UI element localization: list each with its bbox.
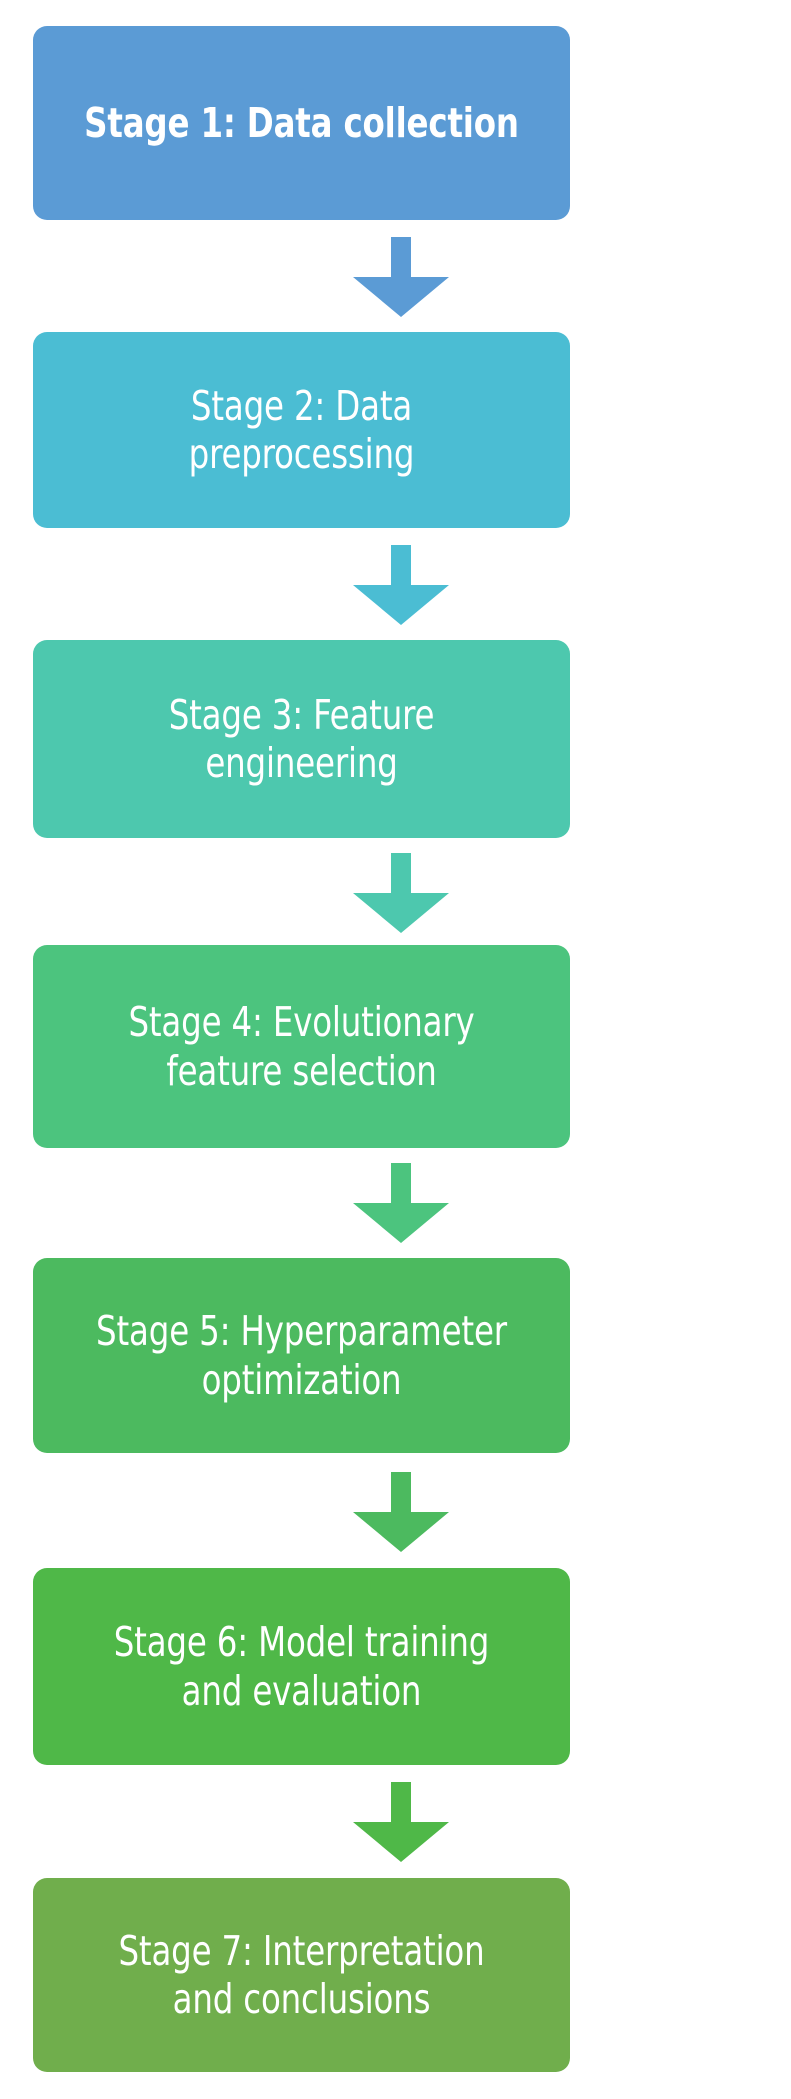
arrow-down-icon — [353, 1163, 449, 1243]
stage-label-5: Stage 5: Hyperparameter optimization — [96, 1307, 507, 1404]
stage-label-2: Stage 2: Data preprocessing — [188, 381, 415, 478]
arrow-down-icon — [353, 1782, 449, 1862]
stage-box-2[interactable]: Stage 2: Data preprocessing — [33, 332, 570, 528]
arrow-stage-6-to-7 — [353, 1782, 449, 1862]
arrow-stage-5-to-6 — [353, 1472, 449, 1552]
arrow-down-icon — [353, 1472, 449, 1552]
stage-box-5[interactable]: Stage 5: Hyperparameter optimization — [33, 1258, 570, 1453]
arrow-stage-3-to-4 — [353, 853, 449, 933]
stage-box-1[interactable]: Stage 1: Data collection — [33, 26, 570, 220]
arrow-down-icon — [353, 237, 449, 317]
arrow-stage-2-to-3 — [353, 545, 449, 625]
stage-label-6: Stage 6: Model training and evaluation — [113, 1618, 490, 1715]
stage-label-4: Stage 4: Evolutionary feature selection — [128, 998, 475, 1095]
stage-label-3: Stage 3: Feature engineering — [168, 690, 435, 787]
stage-box-6[interactable]: Stage 6: Model training and evaluation — [33, 1568, 570, 1765]
arrow-down-icon — [353, 853, 449, 933]
arrow-down-icon — [353, 545, 449, 625]
arrow-stage-1-to-2 — [353, 237, 449, 317]
arrow-stage-4-to-5 — [353, 1163, 449, 1243]
stage-box-4[interactable]: Stage 4: Evolutionary feature selection — [33, 945, 570, 1148]
stage-label-7: Stage 7: Interpretation and conclusions — [118, 1926, 485, 2023]
stage-label-1: Stage 1: Data collection — [84, 98, 519, 147]
stage-box-7[interactable]: Stage 7: Interpretation and conclusions — [33, 1878, 570, 2072]
stage-box-3[interactable]: Stage 3: Feature engineering — [33, 640, 570, 838]
